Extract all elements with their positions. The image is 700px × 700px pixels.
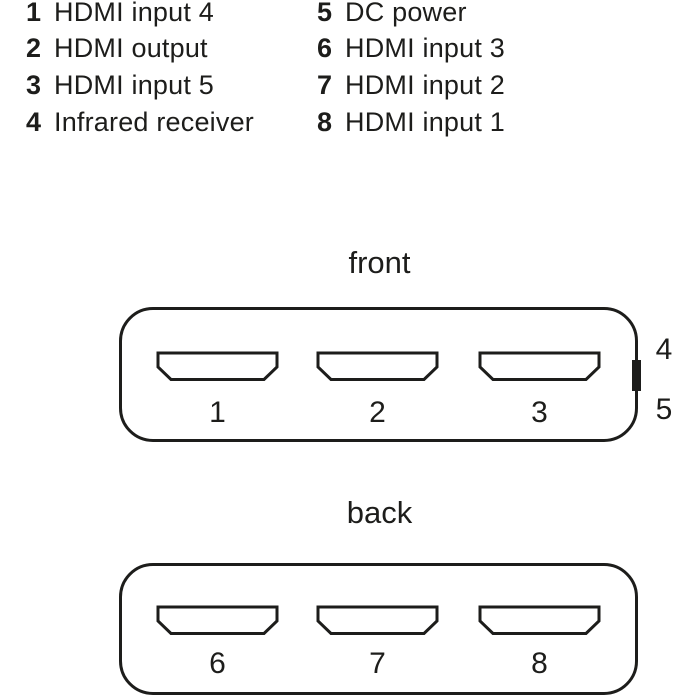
legend-item: 1 HDMI input 4 [26,0,254,31]
legend-item-label: HDMI input 1 [345,106,505,137]
legend-item-number: 2 [26,33,42,64]
legend-item-label: HDMI input 2 [345,69,505,100]
front-side-number-5: 5 [655,393,673,426]
back-port-number-6: 6 [209,647,226,680]
legend-item-label: Infrared receiver [54,106,254,137]
back-port-number-8: 8 [531,647,548,680]
legend-item-label: HDMI input 3 [345,33,505,64]
legend-item-label: HDMI input 4 [54,0,214,27]
legend-item-number: 4 [26,106,42,137]
legend-item: 7 HDMI input 2 [317,67,505,104]
hdmi-port-icon [156,351,279,381]
back-port-number-7: 7 [369,647,386,680]
hdmi-port-icon [316,351,439,381]
legend-left-column: 1 HDMI input 4 2 HDMI output 3 HDMI inpu… [26,0,254,140]
legend-item: 6 HDMI input 3 [317,31,505,68]
legend-item: 3 HDMI input 5 [26,67,254,104]
hdmi-port-icon [478,351,601,381]
front-port-number-1: 1 [209,396,226,429]
hdmi-port-icon [478,605,601,635]
legend-item-number: 7 [317,69,333,100]
front-view-title: front [348,245,411,280]
back-view-title: back [346,495,413,530]
legend-item-number: 5 [317,0,333,27]
front-port-number-2: 2 [369,396,386,429]
legend-item-number: 3 [26,69,42,100]
legend-item-label: DC power [345,0,467,27]
legend-item-number: 1 [26,0,42,27]
legend-item-label: HDMI output [54,33,208,64]
front-port-number-3: 3 [531,396,548,429]
legend-item-label: HDMI input 5 [54,69,214,100]
ir-receiver-mark [632,360,641,391]
legend-item-number: 6 [317,33,333,64]
front-side-number-4: 4 [655,333,673,366]
hdmi-port-icon [156,605,279,635]
legend-item-number: 8 [317,106,333,137]
legend-item: 8 HDMI input 1 [317,104,505,141]
legend-item: 4 Infrared receiver [26,104,254,141]
legend-item: 5 DC power [317,0,505,31]
legend-item: 2 HDMI output [26,31,254,68]
legend-right-column: 5 DC power 6 HDMI input 3 7 HDMI input 2… [317,0,505,140]
hdmi-port-icon [316,605,439,635]
